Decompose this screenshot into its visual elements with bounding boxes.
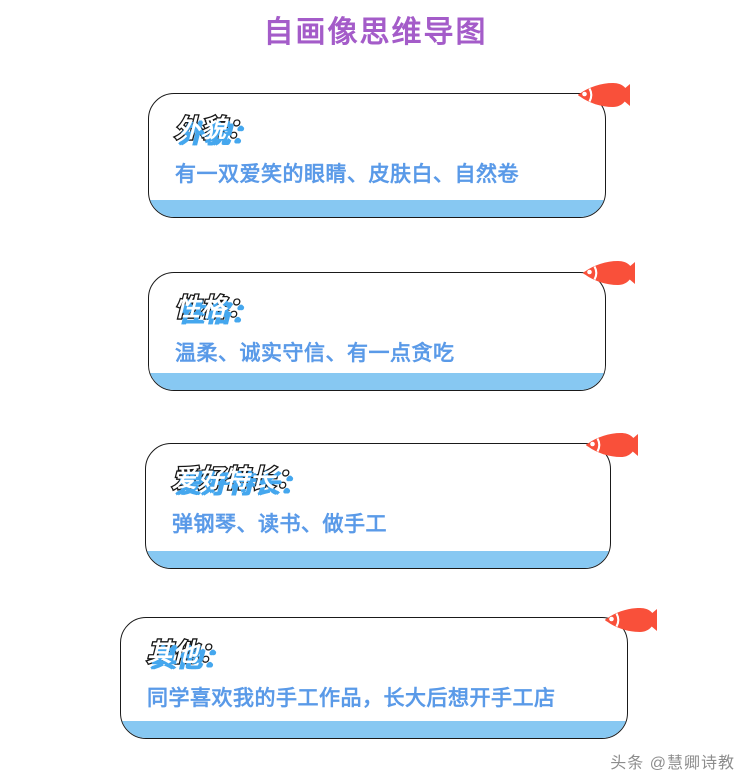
card-heading: 其他： (146, 638, 226, 669)
mindmap-card-appearance: 外貌： 有一双爱笑的眼睛、皮肤白、自然卷 (148, 93, 606, 218)
card-content: 外貌： 有一双爱笑的眼睛、皮肤白、自然卷 (149, 94, 605, 217)
mindmap-card-hobbies: 爱好特长： 弹钢琴、读书、做手工 (145, 443, 611, 569)
card-heading: 爱好特长： (171, 464, 303, 495)
mindmap-card-other: 其他： 同学喜欢我的手工作品，长大后想开手工店 (120, 617, 628, 739)
card-body-text: 温柔、诚实守信、有一点贪吃 (175, 342, 455, 365)
card-frame: 其他： 同学喜欢我的手工作品，长大后想开手工店 (120, 617, 628, 739)
card-content: 性格： 温柔、诚实守信、有一点贪吃 (149, 273, 605, 390)
card-heading: 外貌： (174, 114, 254, 145)
mindmap-card-personality: 性格： 温柔、诚实守信、有一点贪吃 (148, 272, 606, 391)
card-content: 其他： 同学喜欢我的手工作品，长大后想开手工店 (121, 618, 627, 738)
page-title: 自画像思维导图 (263, 16, 488, 49)
card-frame: 外貌： 有一双爱笑的眼睛、皮肤白、自然卷 (148, 93, 606, 218)
card-bottom-bar (146, 551, 610, 568)
card-bottom-bar (149, 200, 605, 217)
card-heading: 性格： (174, 293, 254, 324)
card-body-text: 弹钢琴、读书、做手工 (172, 513, 387, 536)
card-body-text: 同学喜欢我的手工作品，长大后想开手工店 (147, 687, 556, 710)
card-bottom-bar (149, 373, 605, 390)
card-frame: 爱好特长： 弹钢琴、读书、做手工 (145, 443, 611, 569)
card-body-text: 有一双爱笑的眼睛、皮肤白、自然卷 (175, 163, 519, 186)
card-content: 爱好特长： 弹钢琴、读书、做手工 (146, 444, 610, 568)
watermark: 头条 @慧卿诗教 (610, 755, 735, 772)
card-bottom-bar (121, 721, 627, 738)
card-frame: 性格： 温柔、诚实守信、有一点贪吃 (148, 272, 606, 391)
